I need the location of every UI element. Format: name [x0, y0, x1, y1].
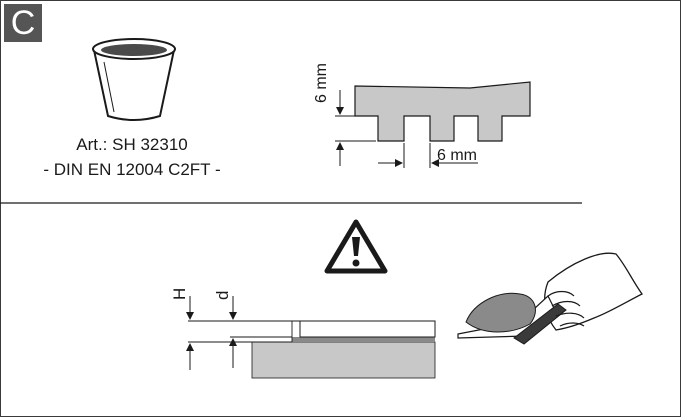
d-label: d: [213, 291, 232, 300]
standard-label: - DIN EN 12004 C2FT -: [43, 160, 220, 179]
notch-depth-label: 6 mm: [313, 63, 330, 103]
notch-width-label: 6 mm: [437, 147, 477, 164]
notch-depth-dimension: [335, 90, 376, 166]
h-dimension: [186, 296, 194, 370]
notch-width-dimension: [378, 143, 478, 168]
adhesive-bucket-icon: [92, 38, 176, 121]
tile-cross-section: [188, 320, 436, 379]
article-label: Art.: SH 32310: [76, 135, 188, 154]
notch-profile: [354, 81, 531, 142]
h-label: H: [170, 288, 189, 300]
tile: [299, 320, 436, 338]
section-badge: C: [4, 4, 42, 42]
d-dimension: [229, 296, 237, 368]
substrate: [251, 341, 436, 379]
hand-with-trowel-icon: [457, 252, 643, 345]
adhesive-layer: [292, 337, 435, 342]
warning-triangle-icon: [324, 219, 388, 274]
